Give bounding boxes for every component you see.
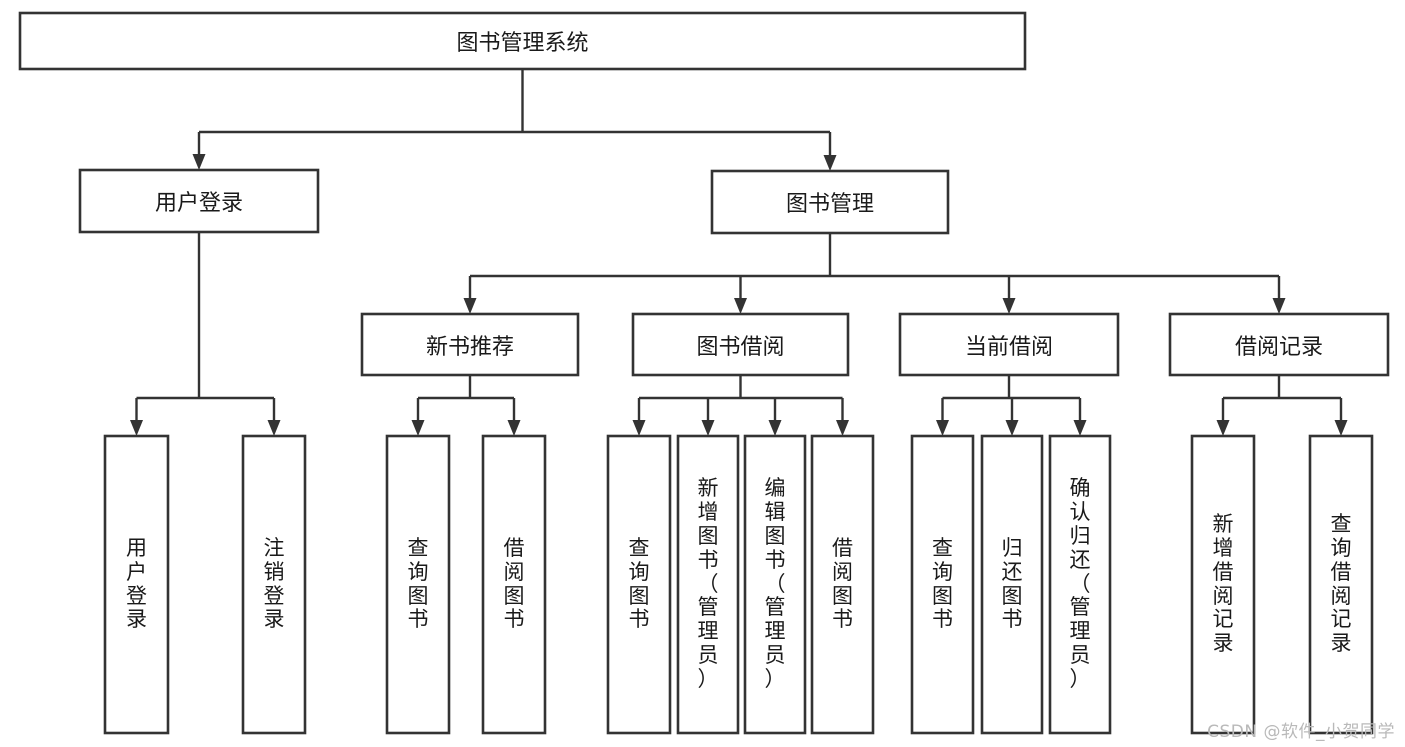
node-box-leaf-borrow-book-brw[interactable] — [810, 434, 875, 735]
node-box-root[interactable] — [18, 11, 1027, 71]
node-box-leaf-query-book-rec[interactable] — [385, 434, 451, 735]
node-box-leaf-edit-book[interactable] — [743, 434, 807, 735]
node-box-leaf-query-record[interactable] — [1308, 434, 1374, 735]
edge-group-book-borrow — [632, 375, 849, 436]
node-box-borrow-record[interactable] — [1168, 312, 1390, 377]
node-box-leaf-add-record[interactable] — [1190, 434, 1256, 735]
edge-group-user-login — [130, 232, 281, 436]
node-box-leaf-borrow-book-rec[interactable] — [481, 434, 547, 735]
edge-group-new-book-recommend — [411, 375, 521, 436]
node-box-leaf-logout[interactable] — [241, 434, 307, 735]
node-box-current-borrow[interactable] — [898, 312, 1120, 377]
node-box-leaf-confirm-return[interactable] — [1048, 434, 1112, 735]
edge-group-borrow-record — [1216, 375, 1348, 436]
node-box-book-manage[interactable] — [710, 169, 950, 235]
node-box-book-borrow[interactable] — [631, 312, 850, 377]
node-box-leaf-return-book[interactable] — [980, 434, 1044, 735]
node-box-leaf-user-login[interactable] — [103, 434, 170, 735]
node-box-leaf-query-book-brw[interactable] — [606, 434, 672, 735]
node-box-new-book-recommend[interactable] — [360, 312, 580, 377]
edge-group-current-borrow — [936, 375, 1087, 436]
node-box-leaf-query-book-cur[interactable] — [910, 434, 975, 735]
edge-group-root — [192, 69, 837, 171]
node-box-leaf-add-book[interactable] — [676, 434, 740, 735]
node-box-layer — [18, 11, 1390, 735]
node-box-user-login[interactable] — [78, 168, 320, 234]
connector-layer — [130, 69, 1348, 436]
edge-group-book-manage — [463, 233, 1286, 314]
